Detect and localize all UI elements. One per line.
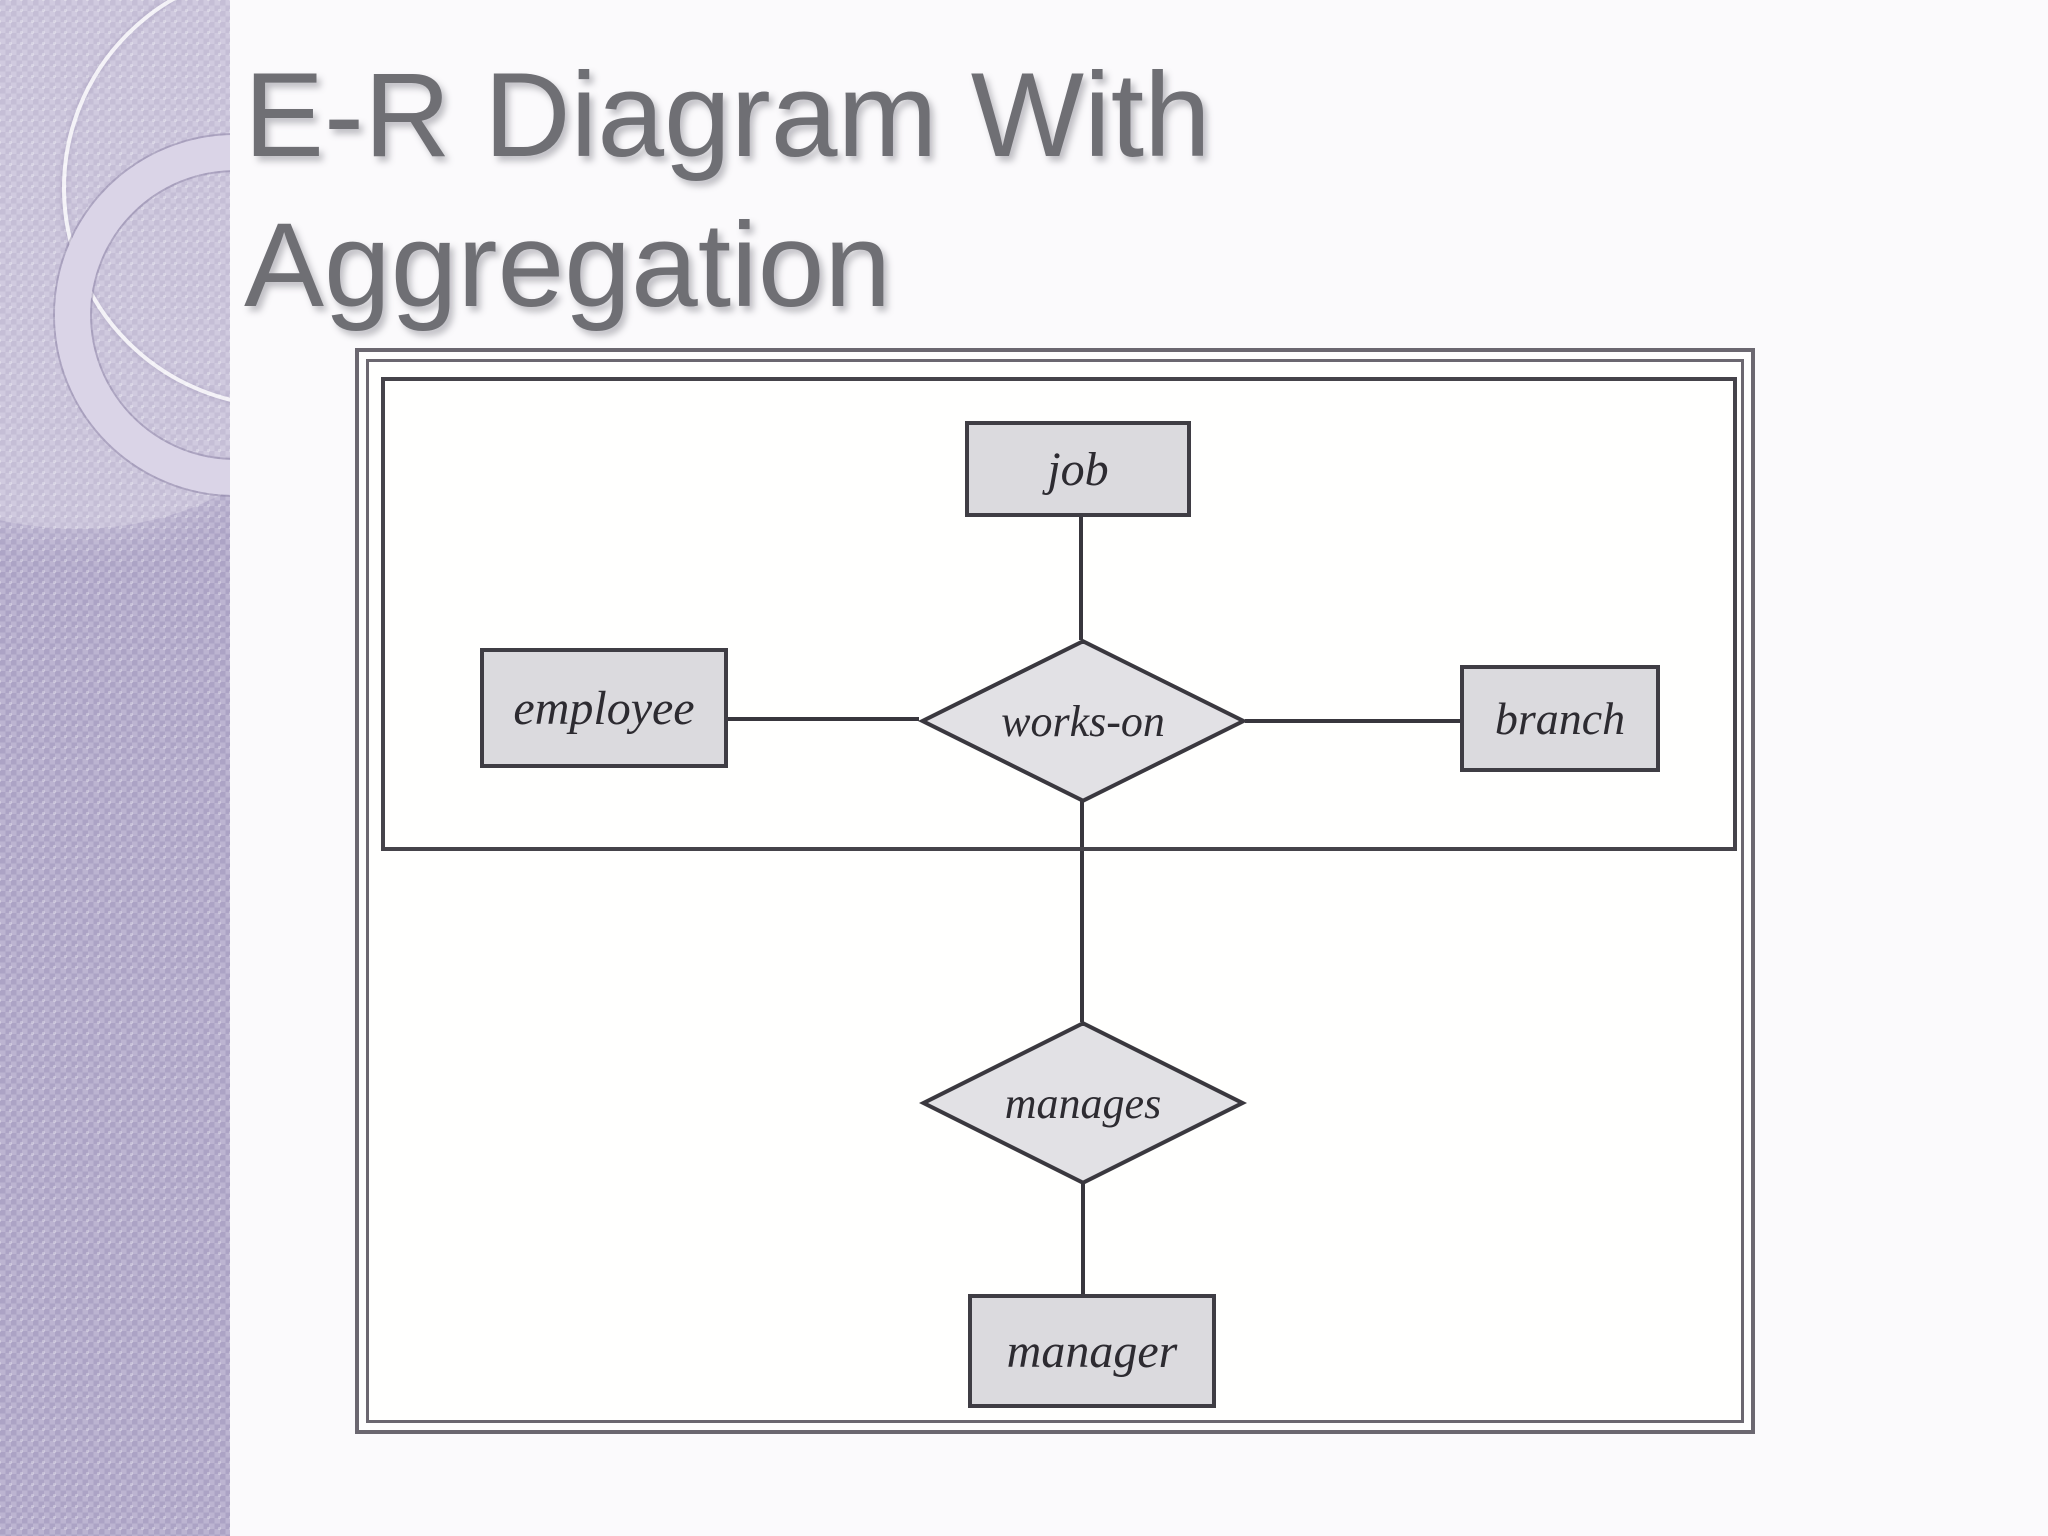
connector-employee-works-on: [727, 717, 919, 721]
connector-manages-manager: [1081, 1184, 1085, 1295]
entity-job-label: job: [1047, 442, 1109, 496]
entity-branch-label: branch: [1494, 693, 1626, 744]
title-line-1: E-R Diagram With: [244, 48, 1211, 182]
page-title: E-R Diagram With Aggregation: [244, 40, 1744, 340]
relationship-works-on-label: works-on: [1001, 696, 1165, 746]
entity-employee: employee: [480, 648, 728, 768]
relationship-works-on: works-on: [918, 639, 1248, 803]
entity-manager-label: manager: [1006, 1324, 1178, 1378]
sidebar-decoration: [0, 0, 230, 1536]
relationship-works-on-fill: works-on: [927, 643, 1239, 799]
figure-frame-inner: [366, 359, 1744, 1423]
relationship-manages-label: manages: [1004, 1078, 1162, 1128]
entity-branch: branch: [1460, 665, 1660, 772]
entity-job: job: [965, 421, 1191, 517]
connector-works-on-branch: [1245, 719, 1461, 723]
connector-job-works-on: [1079, 516, 1083, 640]
entity-employee-label: employee: [513, 681, 695, 735]
relationship-manages-fill: manages: [928, 1025, 1238, 1181]
aggregation-rectangle: [381, 377, 1737, 851]
title-line-2: Aggregation: [244, 198, 892, 332]
connector-works-on-manages: [1080, 800, 1084, 1022]
relationship-manages: manages: [919, 1021, 1247, 1185]
entity-manager: manager: [968, 1294, 1216, 1408]
